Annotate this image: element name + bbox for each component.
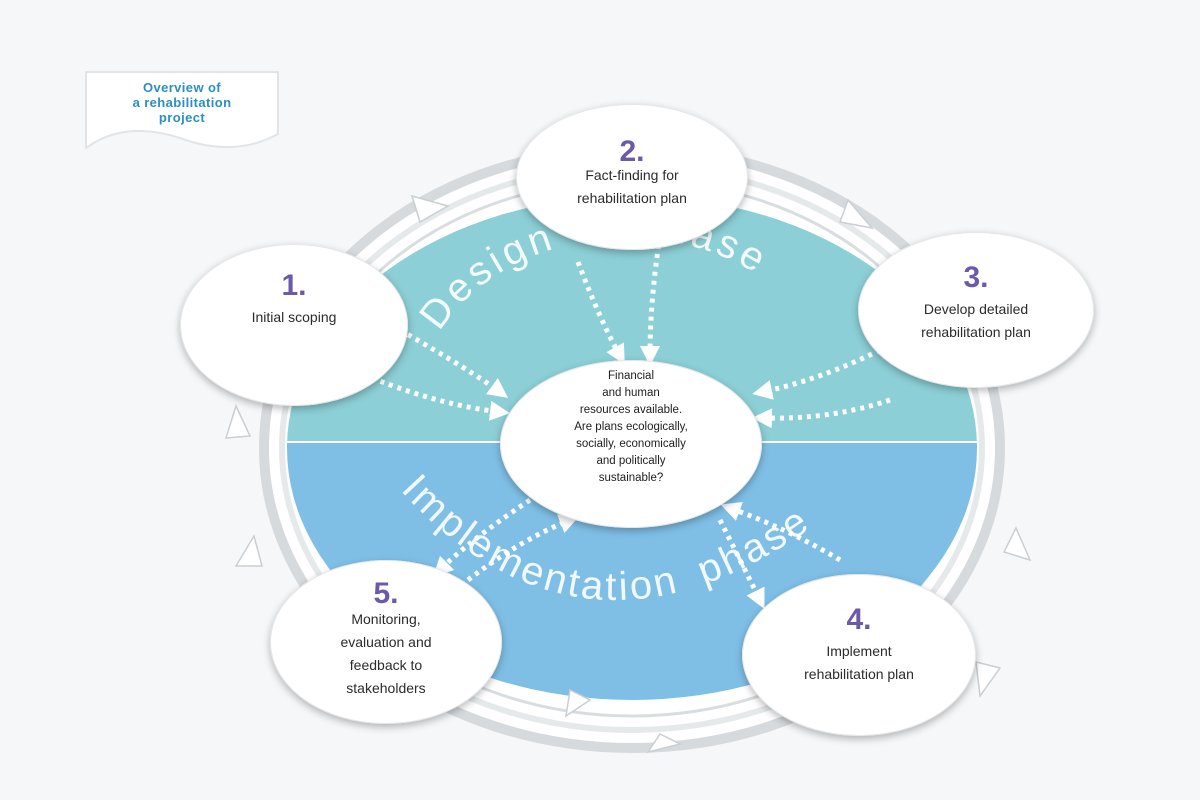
step-1-node: 1. Initial scoping (180, 244, 408, 406)
step-2-number: 2. (619, 135, 645, 168)
step-1-label: Initial scoping (180, 306, 408, 329)
step-3-label: Develop detailed rehabilitation plan (858, 298, 1094, 344)
center-question-node: Financial and human resources available.… (500, 360, 762, 528)
center-line: and human (602, 387, 660, 399)
center-line: Financial (607, 370, 655, 382)
step-1-number: 1. (281, 269, 307, 302)
center-line: Are plans ecologically, (574, 421, 688, 433)
step-5-line: stakeholders (346, 680, 426, 696)
center-line: socially, economically (576, 438, 686, 450)
step-3-node: 3. Develop detailed rehabilitation plan (858, 232, 1094, 388)
step-5-node: 5. Monitoring, evaluation and feedback t… (270, 560, 502, 724)
overview-label: Overview of a rehabilitation project (84, 80, 280, 125)
step-5-number: 5. (373, 577, 399, 610)
step-5-line: Monitoring, (351, 611, 421, 627)
center-text: Financial and human resources available.… (500, 368, 762, 487)
step-1-line: Initial scoping (251, 309, 337, 325)
center-line: and politically (596, 455, 666, 467)
cycle-arrows (224, 194, 1032, 754)
dotted-arrows (371, 235, 891, 609)
step-2-line: Fact-finding for (585, 167, 679, 183)
step-2-line: rehabilitation plan (577, 190, 687, 206)
step-3-line: rehabilitation plan (921, 324, 1031, 340)
step-4-label: Implement rehabilitation plan (742, 640, 976, 686)
step-3-line: Develop detailed (923, 301, 1029, 317)
overview-tag-shape (85, 71, 279, 150)
step-2-node: 2. Fact-finding for rehabilitation plan (516, 104, 748, 250)
step-4-line: rehabilitation plan (804, 666, 914, 682)
center-line: resources available. (579, 404, 683, 416)
step-4-number: 4. (846, 603, 872, 636)
overview-line: Overview of (142, 80, 222, 95)
step-2-label: Fact-finding for rehabilitation plan (516, 164, 748, 210)
step-3-number: 3. (963, 261, 989, 294)
step-4-node: 4. Implement rehabilitation plan (742, 574, 976, 736)
step-5-line: feedback to (349, 657, 423, 673)
overview-line: a rehabilitation (132, 95, 232, 110)
overview-line: project (158, 110, 206, 125)
step-5-line: evaluation and (340, 634, 432, 650)
center-line: sustainable? (598, 472, 664, 484)
step-4-line: Implement (826, 643, 892, 659)
step-5-label: Monitoring, evaluation and feedback to s… (270, 608, 502, 700)
